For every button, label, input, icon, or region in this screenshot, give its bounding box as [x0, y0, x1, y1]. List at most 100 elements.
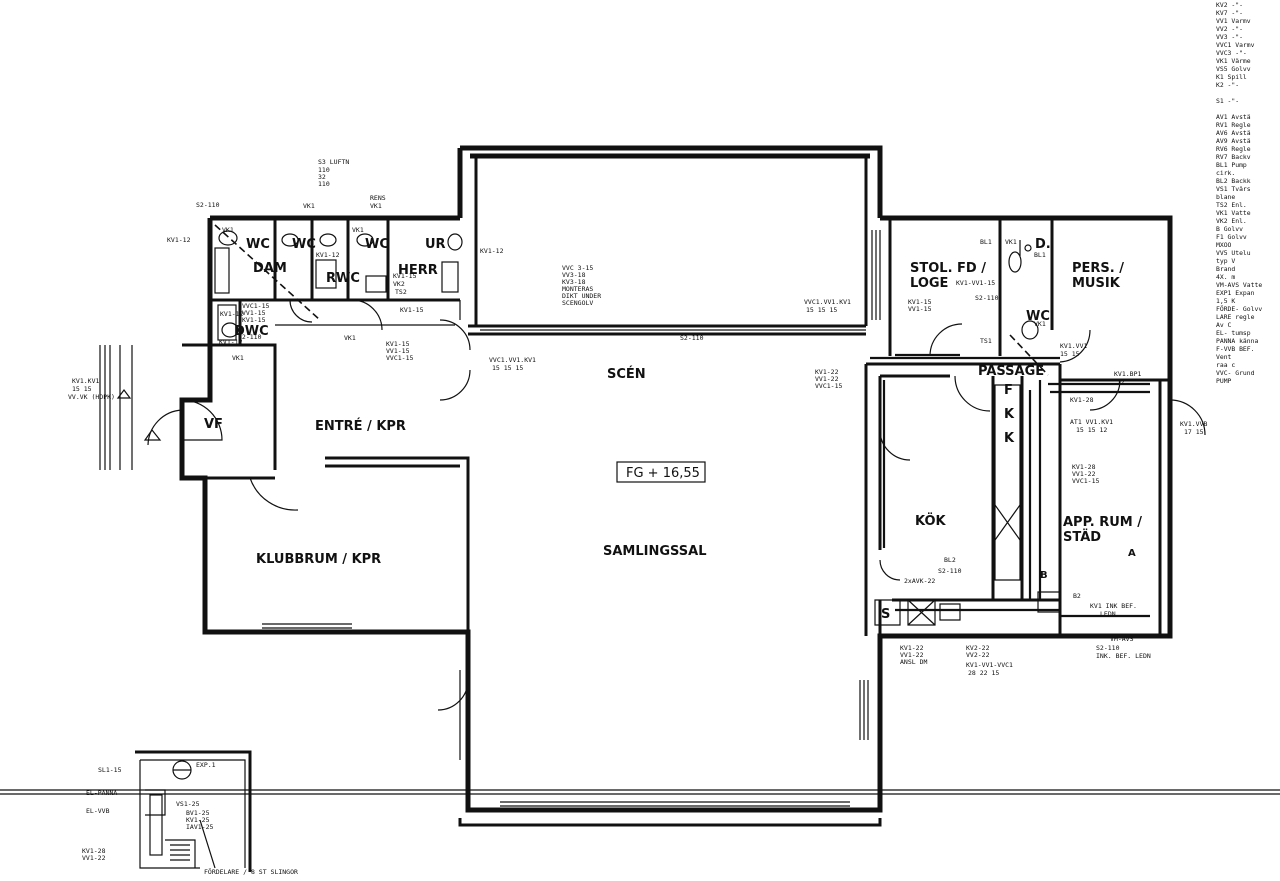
room-label-vf: VF — [204, 417, 223, 432]
legend-line: KV7 -"- — [1216, 9, 1243, 17]
pipe-tag: KV1-15 — [242, 316, 266, 324]
legend-line: AV9 Avstä — [1216, 137, 1251, 145]
room-label-wc4: WC — [1026, 309, 1050, 324]
pipe-tag: VVC1-15 — [242, 302, 269, 310]
legend-line: VV2 -"- — [1216, 25, 1243, 33]
floor-level-label: FG + 16,55 — [626, 466, 700, 481]
pipe-tag: KV1-12 — [480, 247, 504, 255]
legend-line: EXP1 Expan — [1216, 289, 1255, 297]
fixtures — [214, 230, 1039, 341]
pipe-tag: BL2 — [944, 556, 956, 564]
legend-line: BL2 Backk — [1216, 177, 1251, 185]
room-labels: WC WC WC UR DAM RWC HERR DWC VF ENTRÉ / … — [204, 237, 1142, 622]
pipe-tag: KV1-28 — [1072, 463, 1096, 471]
pipe-tag: BL1 — [980, 238, 992, 246]
pipe-tag: SCENGOLV — [562, 299, 593, 307]
pipe-tag: SL1-15 — [98, 766, 122, 774]
pipe-tag: KV1-28 — [1070, 396, 1094, 404]
pipe-tag: KV1.KV1 — [72, 377, 99, 385]
pipe-tag: VVC1-15 — [815, 382, 842, 390]
pipe-tag: S2-110 — [238, 333, 262, 341]
legend-line: TS2 Enl. — [1216, 201, 1247, 209]
pipe-tag: S2-110 — [1096, 644, 1120, 652]
legend-line: RV1 Regle — [1216, 121, 1251, 129]
pipe-tag: FÖRDELARE / 8 ST SLINGOR — [204, 867, 298, 876]
room-label-dam: DAM — [253, 261, 287, 276]
pipe-tag: BV1-25 — [186, 809, 210, 817]
pipe-tag: VV1-22 — [1072, 470, 1096, 478]
room-label-f: F — [1004, 383, 1013, 398]
pipe-tag: BL1 — [1034, 251, 1046, 259]
pipe-tag: VS1-25 — [176, 800, 200, 808]
pipe-tag: VVC 3-15 — [562, 264, 593, 272]
pipe-tag: S3 LUFTN — [318, 158, 349, 166]
legend-line: B Golvv — [1216, 225, 1243, 233]
pipe-tag: VM-AVS — [1110, 635, 1134, 643]
doors — [147, 299, 1206, 711]
room-label-a: A — [1128, 548, 1136, 559]
legend-line: RV7 Backv — [1216, 153, 1251, 161]
pipe-tag: KV1-VV1-VVC1 — [966, 661, 1013, 669]
floor-level-box — [616, 461, 706, 483]
room-label-scen: SCÉN — [607, 366, 646, 382]
room-label-kok: KÖK — [915, 513, 947, 529]
pipe-tag: VK1 — [303, 202, 315, 210]
pipe-tag: 15 15 15 — [806, 306, 837, 314]
legend-line: blane — [1216, 193, 1235, 201]
pipe-tag: VV1-15 — [908, 305, 932, 313]
pipe-tag: KV1-22 — [815, 368, 839, 376]
room-label-musik: MUSIK — [1072, 276, 1121, 291]
pipe-tag: VV1-15 — [242, 309, 266, 317]
pipe-tag: KV1-25 — [186, 816, 210, 824]
pipe-tag: B2 — [1073, 592, 1081, 600]
legend-line: VK1 Vatte — [1216, 209, 1251, 217]
room-label-k2: K — [1004, 431, 1015, 446]
pipe-tag: 2xAVK-22 — [904, 577, 935, 585]
legend-line: Vent — [1216, 353, 1232, 361]
pipe-tag: KV1-12 — [219, 338, 243, 346]
legend-line: VVC- Grund — [1216, 369, 1255, 377]
pipe-tag: EL-VVB — [86, 807, 110, 815]
room-label-b: B — [1040, 570, 1048, 581]
pipe-tag: S2-110 — [196, 201, 220, 209]
pipe-tag: 28 22 15 — [968, 669, 999, 677]
pipe-tag: S2-110 — [938, 567, 962, 575]
pipe-tag: VVC1-15 — [1072, 477, 1099, 485]
pipe-tag: VVC1-15 — [386, 354, 413, 362]
pipe-tag: VV3-18 — [562, 271, 586, 279]
interior-walls — [182, 218, 1170, 636]
pipe-tag: ANSL DM — [900, 658, 927, 666]
pipe-tag: VVC1.VV1.KV1 — [489, 356, 536, 364]
pipe-tag: 15 15 — [1060, 350, 1080, 358]
pipe-tag: VV2-22 — [966, 651, 990, 659]
pipe-tag: KV1-15 — [400, 306, 424, 314]
pipe-tag: VK1 — [1034, 320, 1046, 328]
room-label-stad: STÄD — [1063, 529, 1101, 545]
pipe-tag: 17 15 — [1184, 428, 1204, 436]
legend-line: VM-AVS Vatte — [1216, 281, 1262, 289]
legend-line: BL1 Pump — [1216, 161, 1247, 169]
room-label-passage: PASSAGE — [978, 364, 1044, 379]
pipe-tag: VK1 — [1005, 238, 1017, 246]
legend-line: 4X. m — [1216, 273, 1235, 281]
legend-line: RV6 Regle — [1216, 145, 1251, 153]
pipe-tag: VK1 — [232, 354, 244, 362]
legend-line: K1 Spill — [1216, 73, 1247, 81]
legend-line: VS1 Tvärs — [1216, 185, 1251, 193]
pipe-tag: KV3-18 — [562, 278, 586, 286]
legend-line: EL- tumsp — [1216, 329, 1251, 337]
pipe-tag: KV1 INK BEF. — [1090, 602, 1137, 610]
pipe-tag: VV1-22 — [82, 854, 106, 862]
pipe-tag: VVC1.VV1.KV1 — [804, 298, 851, 306]
room-label-rwc: RWC — [326, 271, 360, 286]
room-label-samlingssal: SAMLINGSSAL — [603, 544, 707, 559]
pipe-tag: VK1 — [344, 334, 356, 342]
pipe-tag: VK2 — [393, 280, 405, 288]
pipe-tag: INK. BEF. LEDN — [1096, 652, 1151, 660]
room-label-herr: HERR — [398, 263, 438, 278]
piping — [214, 224, 1150, 626]
legend-line: VS5 Golvv — [1216, 65, 1251, 73]
room-label-s: S — [881, 607, 890, 622]
